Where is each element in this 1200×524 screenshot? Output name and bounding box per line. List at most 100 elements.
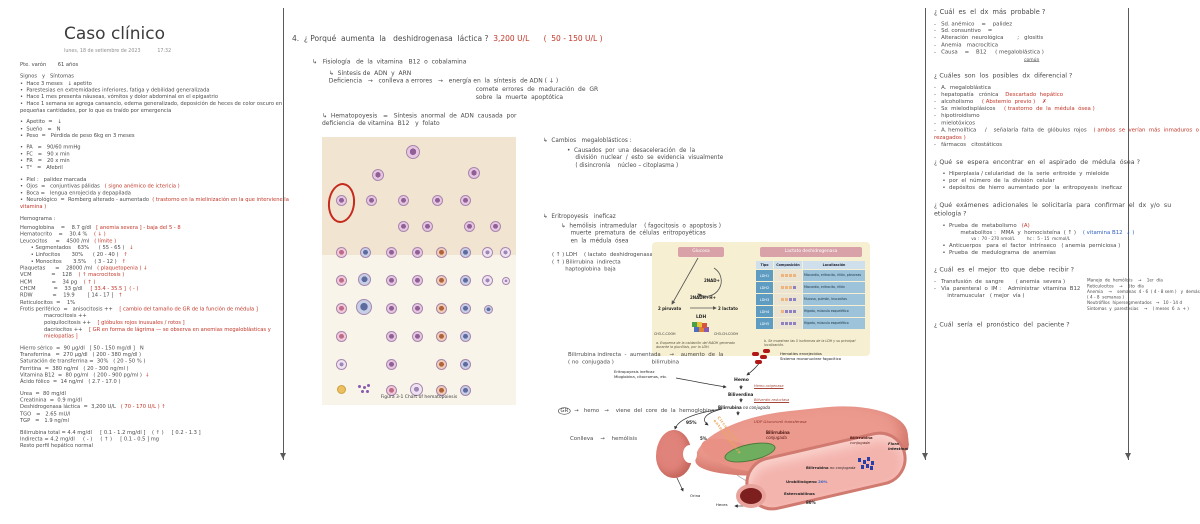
note-line: por el número de la división celular: [942, 178, 1200, 185]
urobilinogen-label: Urobilinógeno 20%: [786, 479, 828, 484]
note-line: ( ↑ ) Bilirrubina indirecta: [552, 259, 621, 266]
note-line: Manejo de hemólisis → 1er día: [1087, 278, 1163, 284]
chemistry-panel: Urea = 80 mg/dl Creatinina = 0.9 mg/dl D…: [20, 391, 291, 425]
note-line: Creatinina = 0.9 mg/dl: [20, 397, 82, 404]
note-line: Neurológico = Romberg alterado - aumenta…: [20, 197, 291, 211]
note-line: Transferrina = 270 µg/dl ( 200 - 380 mg/…: [20, 351, 142, 358]
note-line: poiquilocitosis ++ [ glóbulos rojos inus…: [44, 319, 185, 326]
question-5: ¿ Cuál es el mejor tto que debe recibir …: [934, 266, 1200, 311]
note-line: Boca = lengua enrojecida y depapilada: [20, 190, 291, 197]
note-line: fármacos citostáticos: [934, 142, 1200, 149]
urine-label: Orina: [690, 493, 701, 498]
note-line: HCM = 34 pg ( ↑ ): [20, 278, 96, 285]
heme-hand-note: GR → hemo → viene del core de la hemoglo…: [558, 407, 762, 415]
note-line: A. hemolítica / señalaría falta de glóbu…: [934, 127, 1200, 141]
exam-list: Piel : palidez marcada Ojos = conjuntiva…: [20, 176, 291, 210]
aged-rbc-icon: [752, 352, 759, 356]
column-divider-arrow: [280, 8, 286, 460]
note-line: A. megaloblástica: [934, 85, 1200, 92]
note-line: ↳ Eritropoyesis ineficaz: [543, 213, 616, 220]
figure-caption-a: a. Esquema de la oxidación del NADH gene…: [656, 341, 736, 350]
heme-label: Hemo: [734, 378, 749, 383]
note-line: Prueba de metabolismo (A): [942, 223, 1200, 230]
ldh-figure: Glucosa 2NAD+ 2NADH+H+ 2 piruvato 2 lact…: [652, 242, 870, 356]
note-line: intramuscular ( mejor vía ): [947, 293, 1025, 300]
right-notes-column: ¿ Cuál es el dx más probable ? Sd. anémi…: [934, 8, 1200, 339]
unconjugated-bilirubin-gut-label: Bilirrubina no conjugada: [806, 465, 856, 470]
page-date: lunes, 18 de setiembre de 2023: [64, 48, 141, 54]
note-line: • Linfocitos 30% ( 20 - 40 ) ↑: [30, 251, 128, 258]
ldh-label: LDH: [696, 315, 707, 320]
note-line: Bilirrubina total = 4.4 mg/dl [ 0.1 - 1.…: [20, 429, 201, 436]
note-line: Conlleva → hemólisis: [570, 436, 638, 442]
question-2: ¿ Cuáles son los posibles dx diferencial…: [934, 72, 1200, 149]
bilirubin-panel: Bilirrubina total = 4.4 mg/dl [ 0.1 - 1.…: [20, 430, 291, 450]
note-line: Resto perfil hepático normal: [20, 443, 93, 450]
history-list: Hace 3 meses ↓ apetito Parestesias en ex…: [20, 80, 291, 114]
note-line: Sd. anémico = palidez: [934, 21, 1200, 28]
question-header: ¿ Qué exámenes adicionales le solicitarí…: [934, 201, 1176, 218]
note-line: Causa = B12 ( megaloblástica ): [934, 49, 1200, 56]
vitals-list: PA = 90/60 mmHg FC = 90 x min FR = 20 x …: [20, 144, 291, 171]
note-line: ↳ Fisiología de la vitamina B12 o cobala…: [312, 58, 467, 66]
percent-80-label: 80%: [806, 500, 816, 505]
question-header: ¿ Cuáles son los posibles dx diferencial…: [934, 72, 1073, 80]
hemolysis-hand-note: Conlleva → hemólisis: [570, 436, 750, 443]
note-line: Hace 3 meses ↓ apetito: [20, 80, 291, 87]
hematopoiesis-note: ↳ Hematopoyesis = Síntesis anormal de AD…: [322, 112, 521, 128]
stercobilin-label: Estercobilinas: [784, 491, 815, 496]
note-line: mielotóxicos: [934, 120, 1200, 127]
note-line: Ferritina = 380 ng/ml ( 20 - 300 ng/ml ): [20, 365, 129, 372]
note-line: ( no conjugada ) bilirrubina: [568, 359, 680, 366]
note-line: Ojos = conjuntivas pálidas ( signo anémi…: [20, 183, 291, 190]
note-line: Anemia macrocítica: [934, 42, 1200, 49]
note-line: metabolitos : MMA y homocisteína ( ↑ ) (…: [960, 229, 1135, 236]
signs-header: Signos y Síntomas: [20, 73, 74, 80]
column-divider-arrow: [1125, 8, 1131, 460]
note-line: muerte prematura de células eritropoyéti…: [570, 229, 706, 237]
percent-95-label: 95%: [686, 421, 697, 426]
b12-notes: ↳ Fisiología de la vitamina B12 o cobala…: [312, 58, 648, 101]
hemogram-table: Hemoglobina = 8.7 g/dl [ anemia severa ]…: [20, 225, 291, 341]
hemogram-header: Hemograma :: [20, 215, 56, 222]
biliverdin-label: Biliverdina: [728, 392, 754, 397]
treatment-side-notes: Manejo de hemólisis → 1er día Reticuloci…: [1087, 278, 1200, 311]
question-header: ¿ Qué se espera encontrar en el aspirado…: [934, 158, 1140, 166]
biliverdin-reductase-label: Biliverdin-reductasa: [754, 398, 790, 402]
note-line: Sueño = N: [20, 126, 291, 133]
note-line: Neutrófilos hipersegmentados → 10 - 14 d: [1087, 300, 1183, 306]
note-line: comete errores de maduración de GR: [475, 85, 599, 93]
note-line: ↳ hemólisis intramedular ( fagocitosis o…: [561, 222, 721, 229]
note-line: Deficiencia → conlleva a errores → energ…: [328, 78, 559, 85]
percent-5-label: 5%: [700, 436, 707, 441]
note-line: FC = 90 x min: [20, 151, 291, 158]
note-line: Plaquetas = 28000 /ml ( plaquetopenia ) …: [20, 265, 148, 272]
note-line: Parestesias en extremidades inferiores, …: [20, 87, 291, 94]
note-line: Leucocitos = 4500 /ml ( límite ): [20, 238, 117, 245]
note-line: Reticulocitos = 1%: [20, 299, 76, 306]
note-line: Deshidrogenasa láctica = 3,200 U/L ( 70 …: [20, 404, 166, 411]
note-line: haptoglobina baja: [565, 266, 616, 273]
note-line: Hace 1 mes presenta náuseas, vómitos y d…: [20, 94, 291, 101]
note-line: sobre la muerte apoptótica: [475, 93, 564, 101]
note-line: en la médula ósea: [570, 237, 629, 244]
note-line: común: [1024, 56, 1040, 62]
note-line: PA = 90/60 mmHg: [20, 144, 291, 151]
question-3: ¿ Qué se espera encontrar en el aspirado…: [934, 158, 1200, 192]
note-line: Ácido fólico = 14 ng/ml ( 2.7 - 17.0 ): [20, 379, 121, 386]
lactate-label: 2 lactato: [718, 306, 738, 311]
note-line: Saturación de transferrina = 30% ( 20 - …: [20, 358, 146, 365]
heme-oxygenase-label: Hemo-oxigenasa: [754, 384, 784, 388]
question-4-right: ¿ Qué exámenes adicionales le solicitarí…: [934, 202, 1200, 257]
note-line: Reticulocitos → 5to día: [1087, 283, 1144, 289]
note-line: alcoholismo ( Abstemio previo ) ✗: [934, 99, 1200, 106]
note-line: T° = Afebril: [20, 165, 291, 172]
ldh-enzyme-icon: [692, 322, 697, 327]
figure-caption-b: b. Se muestran las 5 isoformas de la LDH…: [764, 339, 856, 348]
